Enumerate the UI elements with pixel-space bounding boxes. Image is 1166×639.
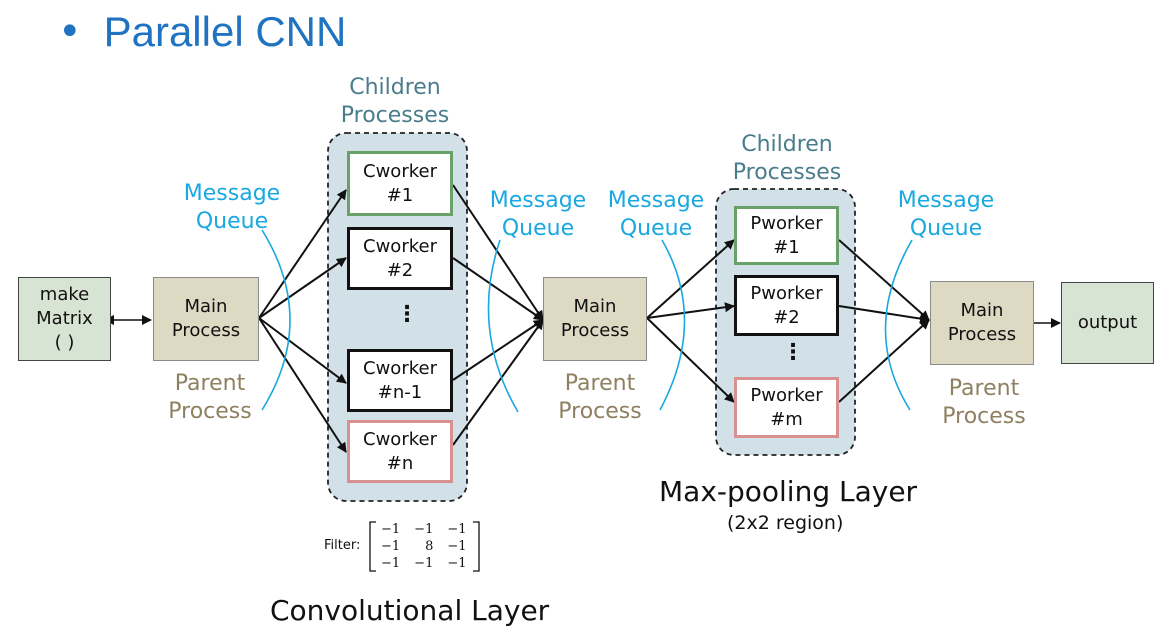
filter-cell: −1 [414,556,434,571]
filter-cell: −1 [447,556,467,571]
output-box: output [1061,282,1154,364]
parent-process-label-3: Parent Process [942,376,1026,429]
matrix-bracket-left [369,521,376,572]
arrow-pwm-main3 [838,319,930,403]
queue-curve-2 [487,239,519,413]
message-queue-label-1: Message Queue [183,181,281,234]
arrow-main1-cw2 [258,257,347,319]
arrow-cwn-main2 [452,319,544,446]
main-process-box-3: Main Process [930,281,1034,365]
arrow-cw2-main2 [452,257,544,321]
slide-title: Parallel CNN [103,8,347,55]
maxpool-layer-caption: Max-pooling Layer [659,475,918,508]
arrow-main1-cwn1 [258,317,347,384]
filter-label: Filter: [324,538,361,553]
arrow-main2-pw1 [646,239,735,319]
arrow-pw1-main3 [838,239,930,321]
filter-cell: −1 [381,539,401,554]
arrow-cw1-main2 [452,184,544,321]
filter-cell: −1 [447,522,467,537]
arrow-main2-pw2 [646,302,735,319]
arrow-main1-cw1 [258,189,347,319]
slide-title-row: • Parallel CNN [58,4,346,60]
filter-cell: −1 [414,522,434,537]
message-queue-label-3: Message Queue [607,188,705,241]
bullet-icon: • [58,9,82,55]
main-process-box-2: Main Process [543,277,647,361]
filter-cell: 8 [425,539,434,554]
queue-curve-4 [884,239,913,411]
filter-cell: −1 [447,539,467,554]
convolutional-layer-caption: Convolutional Layer [270,594,550,627]
children-processes-label-conv: Children Processes [340,75,450,128]
filter-cell: −1 [381,522,401,537]
maxpool-region-caption: (2x2 region) [727,512,844,534]
message-queue-label-2: Message Queue [489,188,587,241]
message-queue-label-4: Message Queue [897,188,995,241]
arrow-cwn1-main2 [452,319,544,381]
cworker-2-box: Cworker #2 [347,227,453,290]
queue-curve-3 [659,239,686,411]
arrow-main2-pwm [646,317,735,403]
queue-curve-1 [261,229,291,411]
cworker-n-1-box: Cworker #n-1 [347,349,453,412]
cworker-1-box: Cworker #1 [347,151,453,216]
pworker-1-box: Pworker #1 [734,206,839,265]
filter-cell: −1 [381,556,401,571]
cworker-n-box: Cworker #n [347,420,453,483]
make-matrix-box: make Matrix ( ) [18,277,111,361]
arrow-main1-cwn [258,317,347,453]
cworker-ellipsis: ⋮ [396,304,418,326]
matrix-bracket-right [473,521,480,572]
filter-matrix: −1 −1 −1 −1 8 −1 −1 −1 −1 [374,521,474,572]
children-processes-label-pool: Children Processes [732,132,842,185]
pworker-2-box: Pworker #2 [734,275,839,336]
pworker-ellipsis: ⋮ [782,342,804,364]
arrow-pw2-main3 [838,305,930,324]
parent-process-label-1: Parent Process [168,371,252,424]
pworker-m-box: Pworker #m [734,377,839,438]
main-process-box-1: Main Process [153,277,259,361]
parent-process-label-2: Parent Process [558,371,642,424]
